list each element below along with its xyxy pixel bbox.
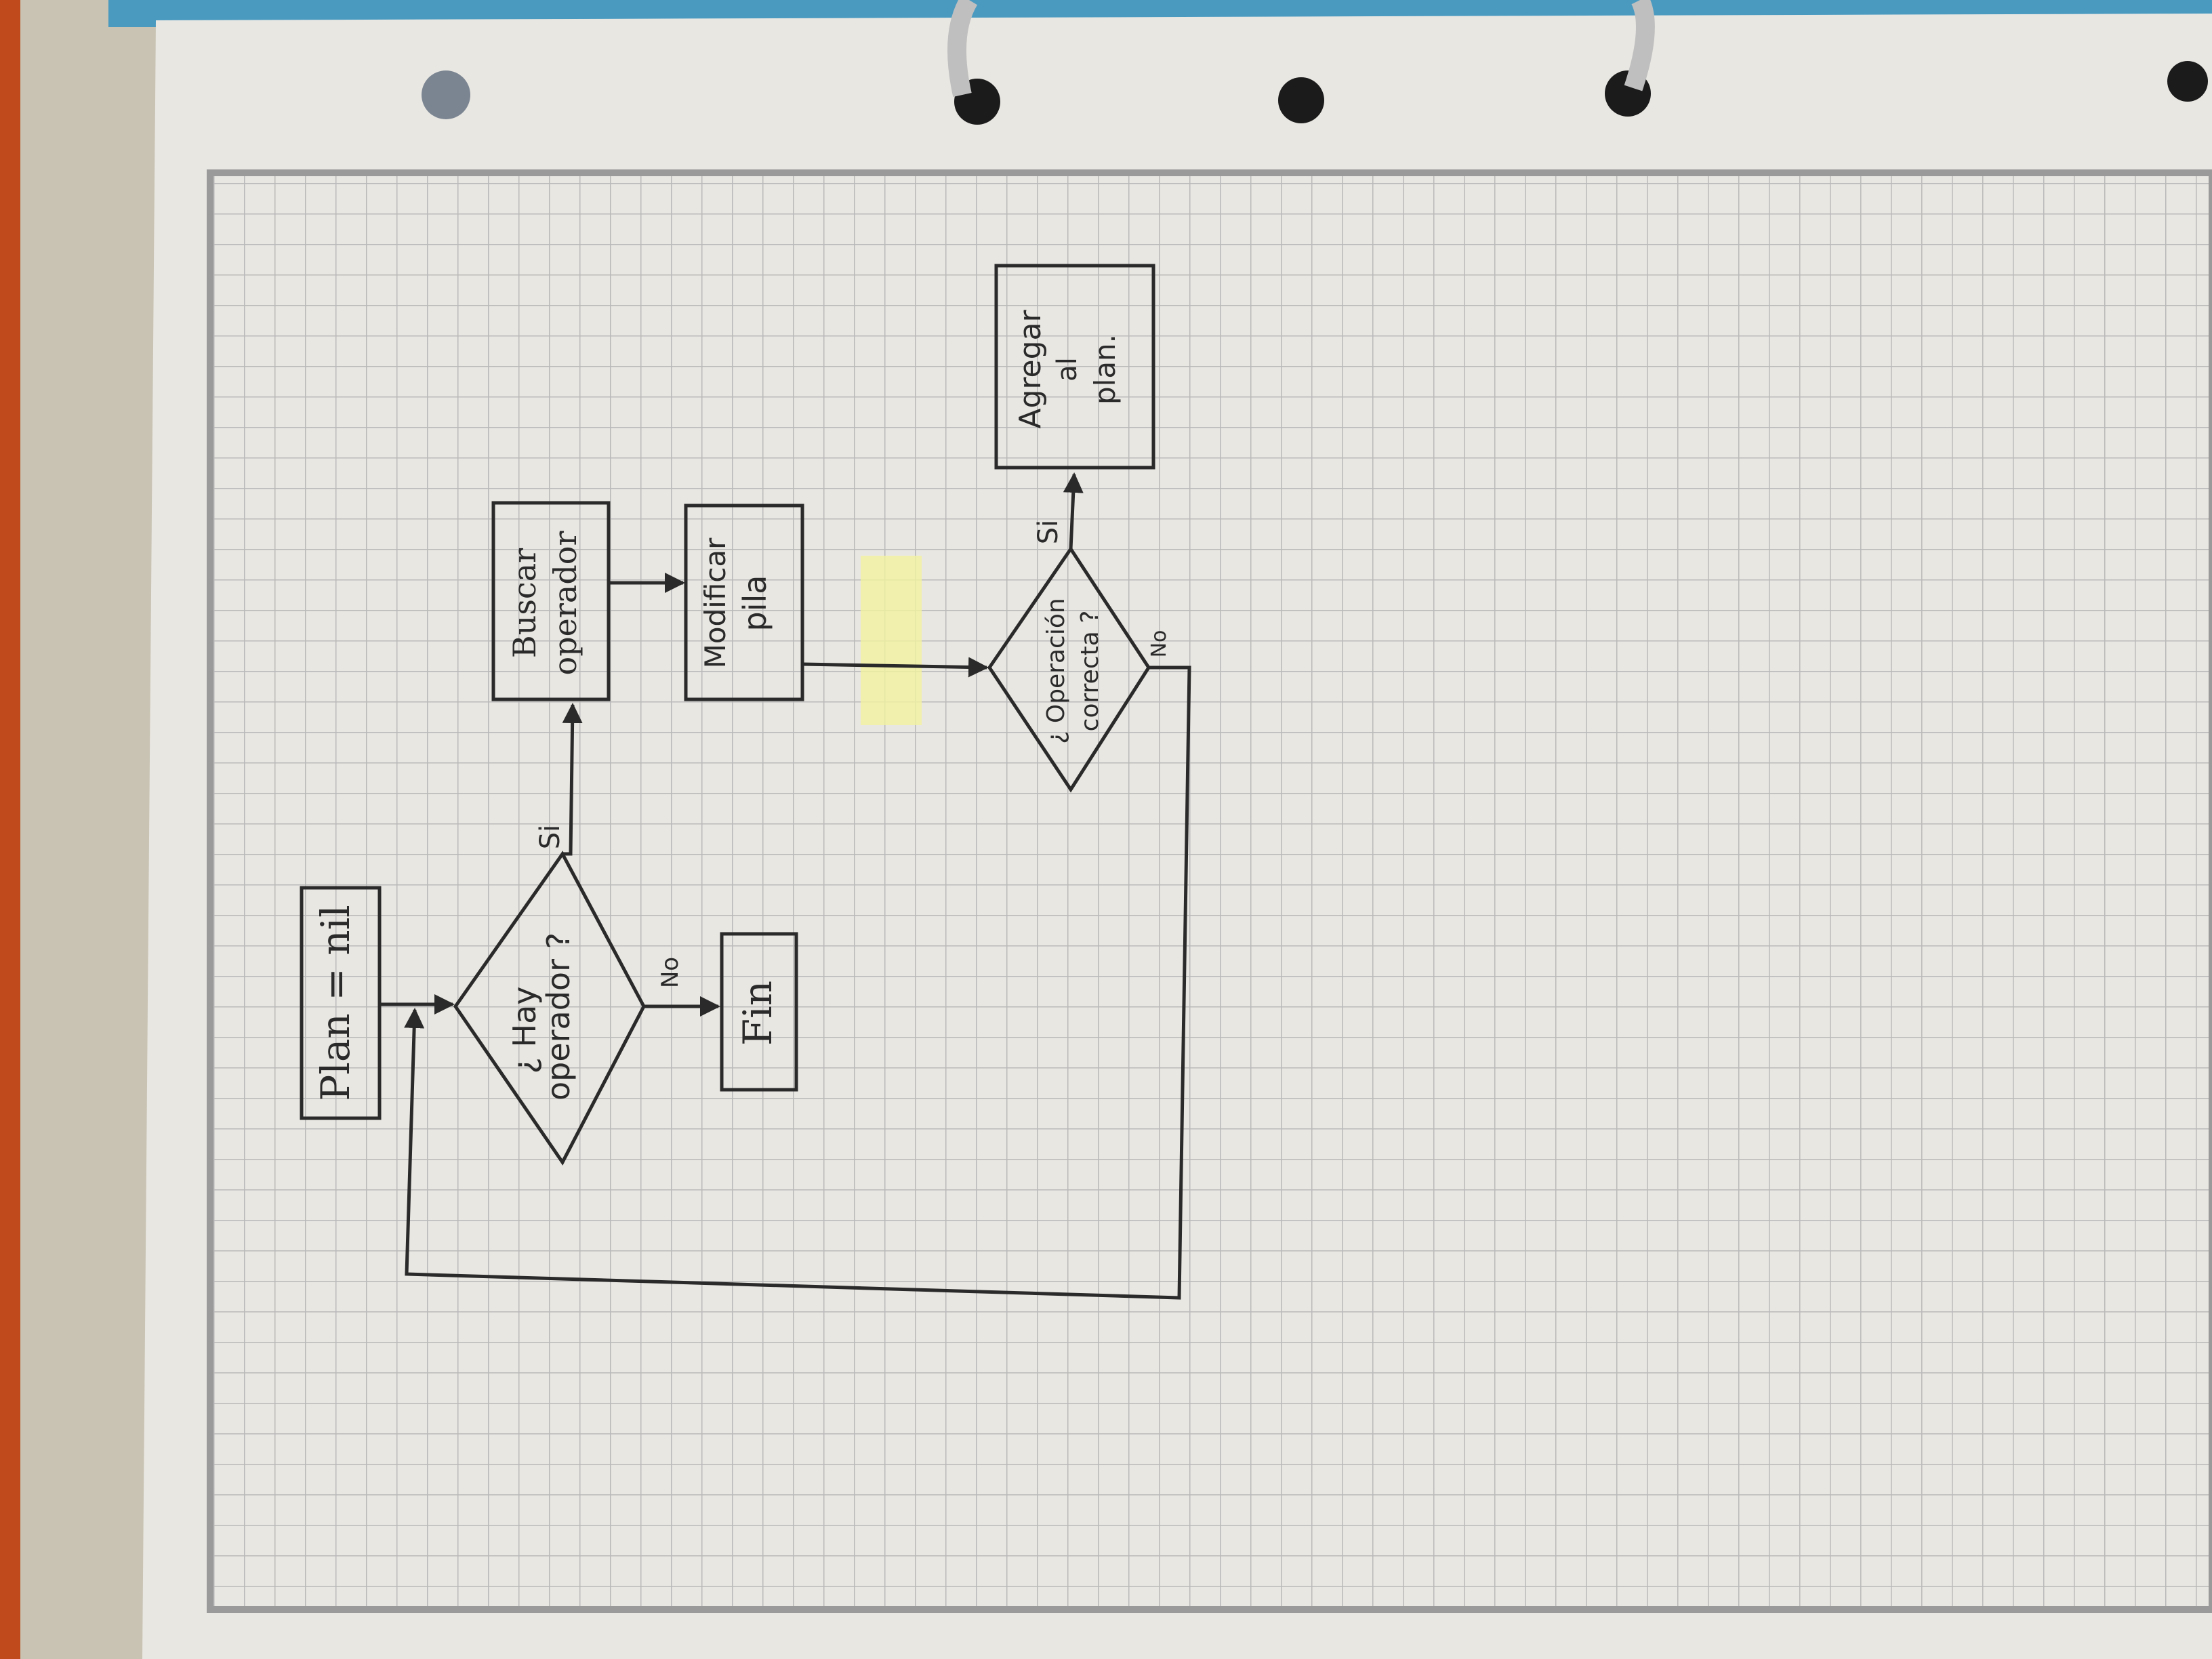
modify-stack-line2: pila: [737, 575, 773, 632]
add-to-plan-line3: plan.: [1088, 334, 1122, 405]
decision-2-line1: ¿ Operación: [1042, 598, 1070, 743]
binder-ring: [1624, 0, 1655, 91]
add-to-plan-line1: Agregar: [1013, 309, 1048, 428]
decision-1-line2: operador ?: [540, 933, 577, 1101]
add-to-plan-box: [994, 264, 1155, 470]
connector-d2-no-loop: [404, 665, 1191, 1300]
decision-1-line1: ¿ Hay: [506, 986, 543, 1073]
connector-modify-to-d2: [802, 657, 989, 678]
punch-hole: [422, 70, 470, 119]
flowchart: [300, 264, 1191, 1300]
start-label: Plan = nil: [312, 905, 359, 1101]
highlighter-mark: [861, 556, 922, 725]
search-operator-box: [491, 501, 611, 701]
connector-d1-yes: [562, 703, 583, 856]
punch-hole: [1278, 77, 1324, 123]
decision-2-no-label: No: [1147, 630, 1171, 658]
search-operator-line2: operador: [547, 531, 583, 676]
decision-1-no-label: No: [657, 957, 684, 988]
decision-2-line2: correcta ?: [1076, 611, 1104, 732]
decision-2-yes-label: Si: [1033, 520, 1064, 545]
modify-stack-line1: Modificar: [699, 537, 732, 669]
search-operator-line1: Buscar: [506, 548, 543, 658]
decision-1-yes-label: Si: [535, 825, 566, 850]
end-box: [720, 932, 798, 1092]
modify-stack-box: [684, 504, 804, 701]
binder-ring: [947, 0, 978, 98]
end-label: Fin: [735, 981, 781, 1046]
add-to-plan-line2: al: [1052, 357, 1083, 382]
binder-spine-edge: [0, 0, 20, 1659]
binder-cover: [20, 0, 163, 1659]
grid-area: [207, 169, 2212, 1613]
connector-d2-yes: [1063, 472, 1084, 550]
punch-hole: [2167, 61, 2208, 102]
